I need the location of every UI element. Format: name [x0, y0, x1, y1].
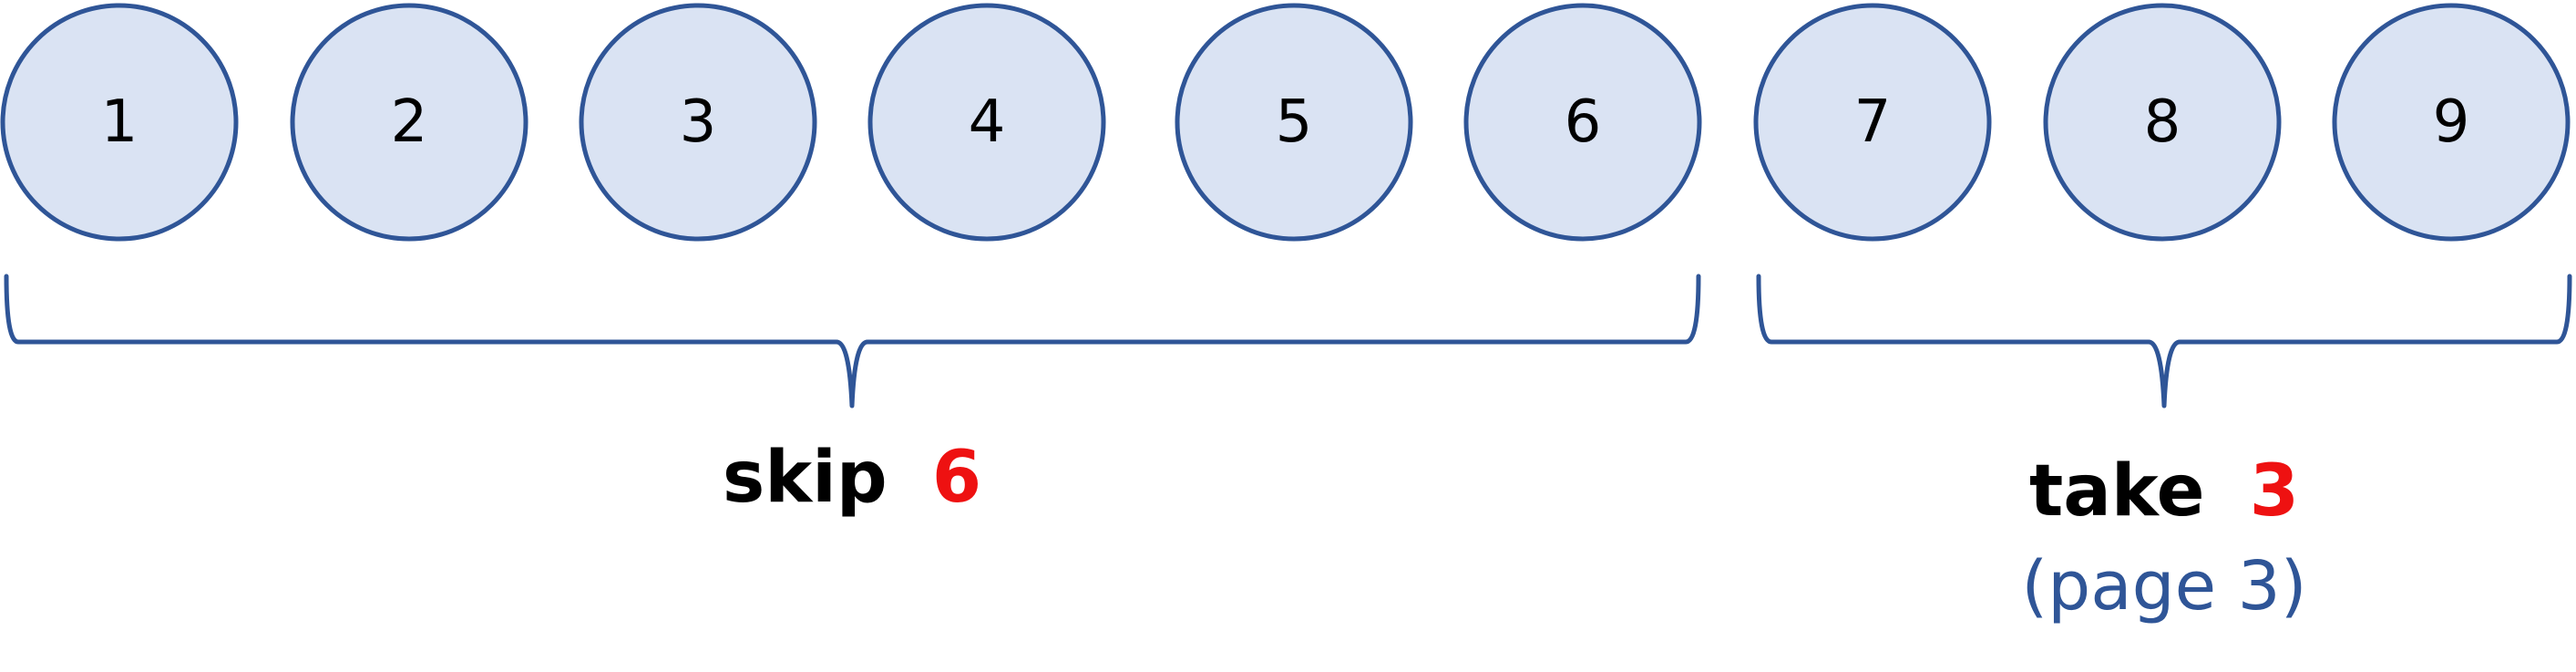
item-3: 3 [579, 3, 817, 242]
item-number: 6 [1565, 88, 1602, 156]
item-number: 4 [969, 88, 1006, 156]
item-number: 1 [101, 88, 139, 156]
item-number: 8 [2144, 88, 2181, 156]
item-circle [2332, 3, 2571, 242]
item-9: 9 [2332, 3, 2571, 242]
item-circle [290, 3, 529, 242]
item-number: 3 [680, 88, 717, 156]
item-circle [1753, 3, 1992, 242]
skip-word: skip [723, 437, 888, 519]
item-5: 5 [1175, 3, 1413, 242]
item-number: 5 [1276, 88, 1313, 156]
item-6: 6 [1463, 3, 1702, 242]
item-circle [867, 3, 1106, 242]
item-7: 7 [1753, 3, 1992, 242]
item-number: 9 [2433, 88, 2470, 156]
skip-label: skip 6 [723, 437, 981, 519]
item-2: 2 [290, 3, 529, 242]
skip-brace [4, 274, 1701, 408]
item-1: 1 [0, 3, 239, 242]
take-brace [1756, 274, 2572, 408]
take-label: take 3 [2029, 450, 2299, 532]
item-circle [1463, 3, 1702, 242]
item-circle [2043, 3, 2282, 242]
item-4: 4 [867, 3, 1106, 242]
item-8: 8 [2043, 3, 2282, 242]
page-note: (page 3) [2021, 547, 2306, 625]
item-number: 2 [391, 88, 428, 156]
item-number: 7 [1854, 88, 1892, 156]
take-word: take [2029, 450, 2205, 532]
take-count: 3 [2250, 450, 2299, 532]
item-row: 1 2 3 4 5 6 7 8 [0, 3, 2571, 242]
skip-count: 6 [932, 437, 981, 519]
item-circle [0, 3, 239, 242]
item-circle [579, 3, 817, 242]
item-circle [1175, 3, 1413, 242]
